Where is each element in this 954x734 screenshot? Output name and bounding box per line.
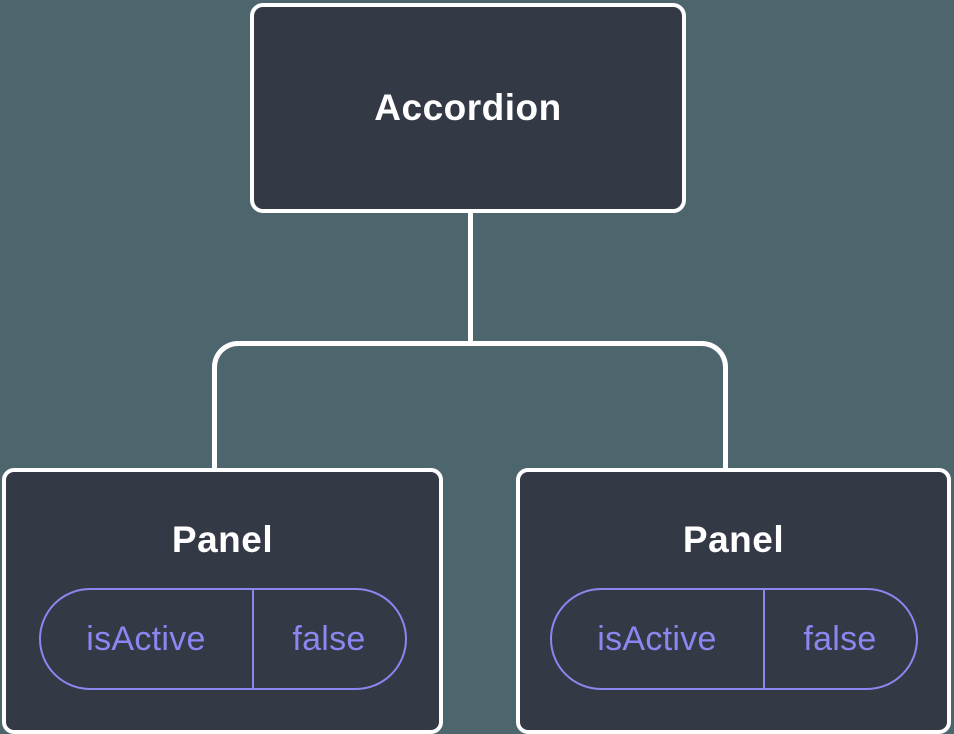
panel-left-state-value-cell: false	[254, 590, 405, 688]
panel-left-state-value: false	[292, 619, 366, 658]
accordion-node: Accordion	[250, 3, 686, 213]
panel-right-state-value: false	[803, 619, 877, 658]
panel-right-state-key: isActive	[597, 619, 717, 658]
panel-right-state-pill: isActive false	[549, 588, 918, 690]
accordion-node-label: Accordion	[374, 87, 562, 128]
panel-left-state-key-cell: isActive	[41, 590, 254, 688]
panel-right-state-key-cell: isActive	[552, 590, 765, 688]
connector-stem	[468, 211, 473, 343]
panel-left-state-key: isActive	[86, 619, 206, 658]
panel-node-right: Panel isActive false	[516, 468, 951, 734]
panel-left-state-pill: isActive false	[38, 588, 407, 690]
panel-right-label: Panel	[682, 519, 785, 560]
panel-right-state-value-cell: false	[765, 590, 916, 688]
connector-branch	[212, 341, 728, 468]
panel-left-label: Panel	[171, 519, 274, 560]
panel-node-left: Panel isActive false	[2, 468, 443, 734]
